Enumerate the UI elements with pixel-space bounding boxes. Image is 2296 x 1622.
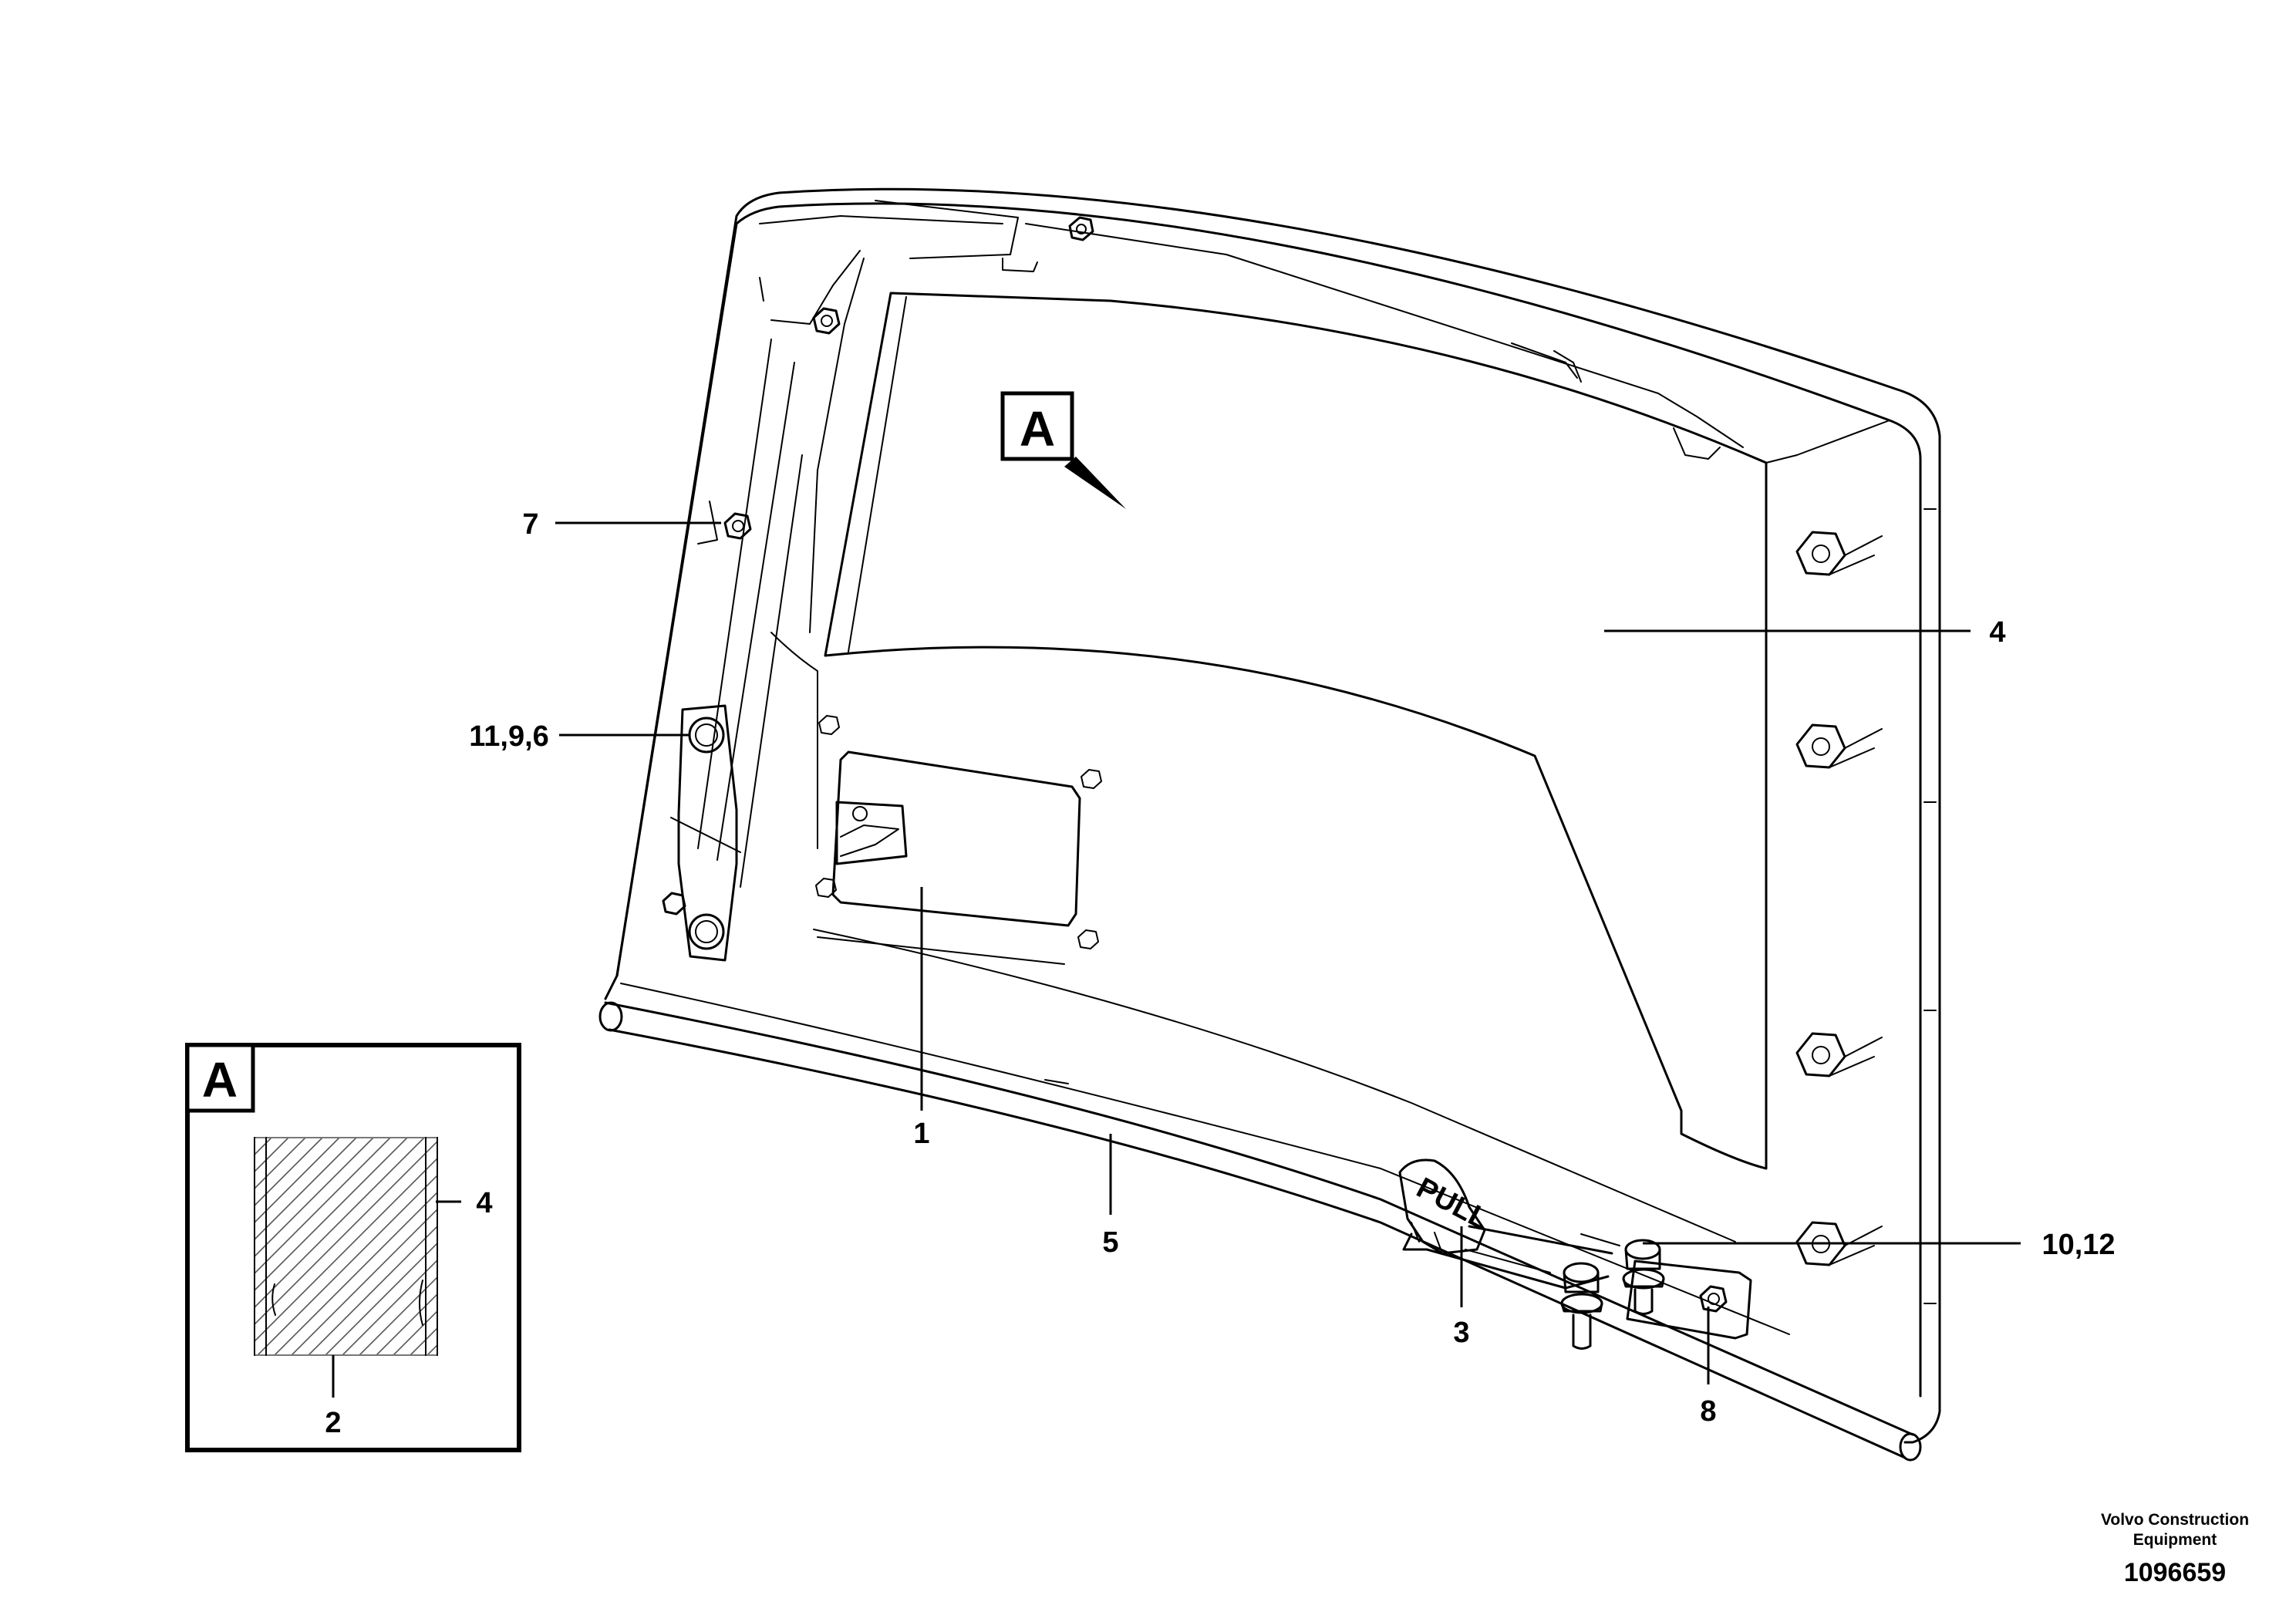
bracket-nut-item-8 bbox=[1699, 1285, 1728, 1313]
callout-5: 5 bbox=[1102, 1226, 1118, 1259]
edge-nut-2 bbox=[1795, 723, 1883, 769]
callout-1: 1 bbox=[913, 1118, 929, 1150]
latch-nut-3 bbox=[815, 878, 837, 898]
leader-lines bbox=[332, 521, 2021, 1398]
latch-nut-1 bbox=[818, 715, 840, 735]
edge-nut-1 bbox=[1795, 531, 1883, 576]
callout-8: 8 bbox=[1700, 1395, 1716, 1428]
bolt-item-7 bbox=[697, 501, 752, 545]
view-marker-letter: A bbox=[1020, 401, 1055, 457]
latch-nut-4 bbox=[1077, 929, 1099, 949]
company-name-line2: Equipment bbox=[2133, 1531, 2217, 1549]
hinge-bolt-upper bbox=[688, 717, 725, 754]
detail-view-a: A bbox=[185, 1043, 521, 1452]
detail-hatched-panel bbox=[255, 1138, 437, 1355]
latch-nut-2 bbox=[1081, 769, 1102, 789]
insulation-panel bbox=[824, 292, 1890, 1170]
edge-fasteners bbox=[1795, 531, 1883, 1266]
callout-7: 7 bbox=[522, 508, 538, 541]
latch-plate bbox=[815, 715, 1102, 965]
callout-2: 2 bbox=[325, 1407, 341, 1439]
footer: Volvo Construction Equipment 1096659 bbox=[2101, 1511, 2249, 1587]
view-marker: A bbox=[1000, 391, 1126, 509]
top-fasteners bbox=[812, 216, 1721, 460]
linkage-bolt-left bbox=[1560, 1262, 1603, 1350]
door-panel bbox=[598, 187, 1941, 1462]
edge-nut-3 bbox=[1795, 1032, 1883, 1077]
callout-10-12: 10,12 bbox=[2041, 1229, 2115, 1261]
handle-pull-text: PULL bbox=[1411, 1172, 1494, 1236]
nut-top-mid bbox=[1068, 216, 1094, 241]
detail-box-letter: A bbox=[202, 1052, 238, 1108]
hinge-bracket bbox=[662, 704, 741, 962]
linkage-bolt-right bbox=[1622, 1239, 1665, 1315]
callout-labels: 7 11,9,6 4 1 5 3 10,12 8 4 2 bbox=[325, 508, 2115, 1439]
callout-4-detail: 4 bbox=[476, 1187, 492, 1219]
company-name-line1: Volvo Construction bbox=[2101, 1511, 2249, 1529]
nut-top-left bbox=[812, 307, 841, 335]
view-marker-arrow bbox=[1064, 457, 1126, 509]
callout-11-9-6: 11,9,6 bbox=[469, 720, 549, 753]
hinge-bolt-lower bbox=[688, 913, 725, 950]
drawing-number: 1096659 bbox=[2124, 1558, 2226, 1587]
hinge-nut-left bbox=[662, 892, 686, 916]
callout-3: 3 bbox=[1453, 1317, 1469, 1349]
callout-4-main: 4 bbox=[1989, 616, 2005, 649]
